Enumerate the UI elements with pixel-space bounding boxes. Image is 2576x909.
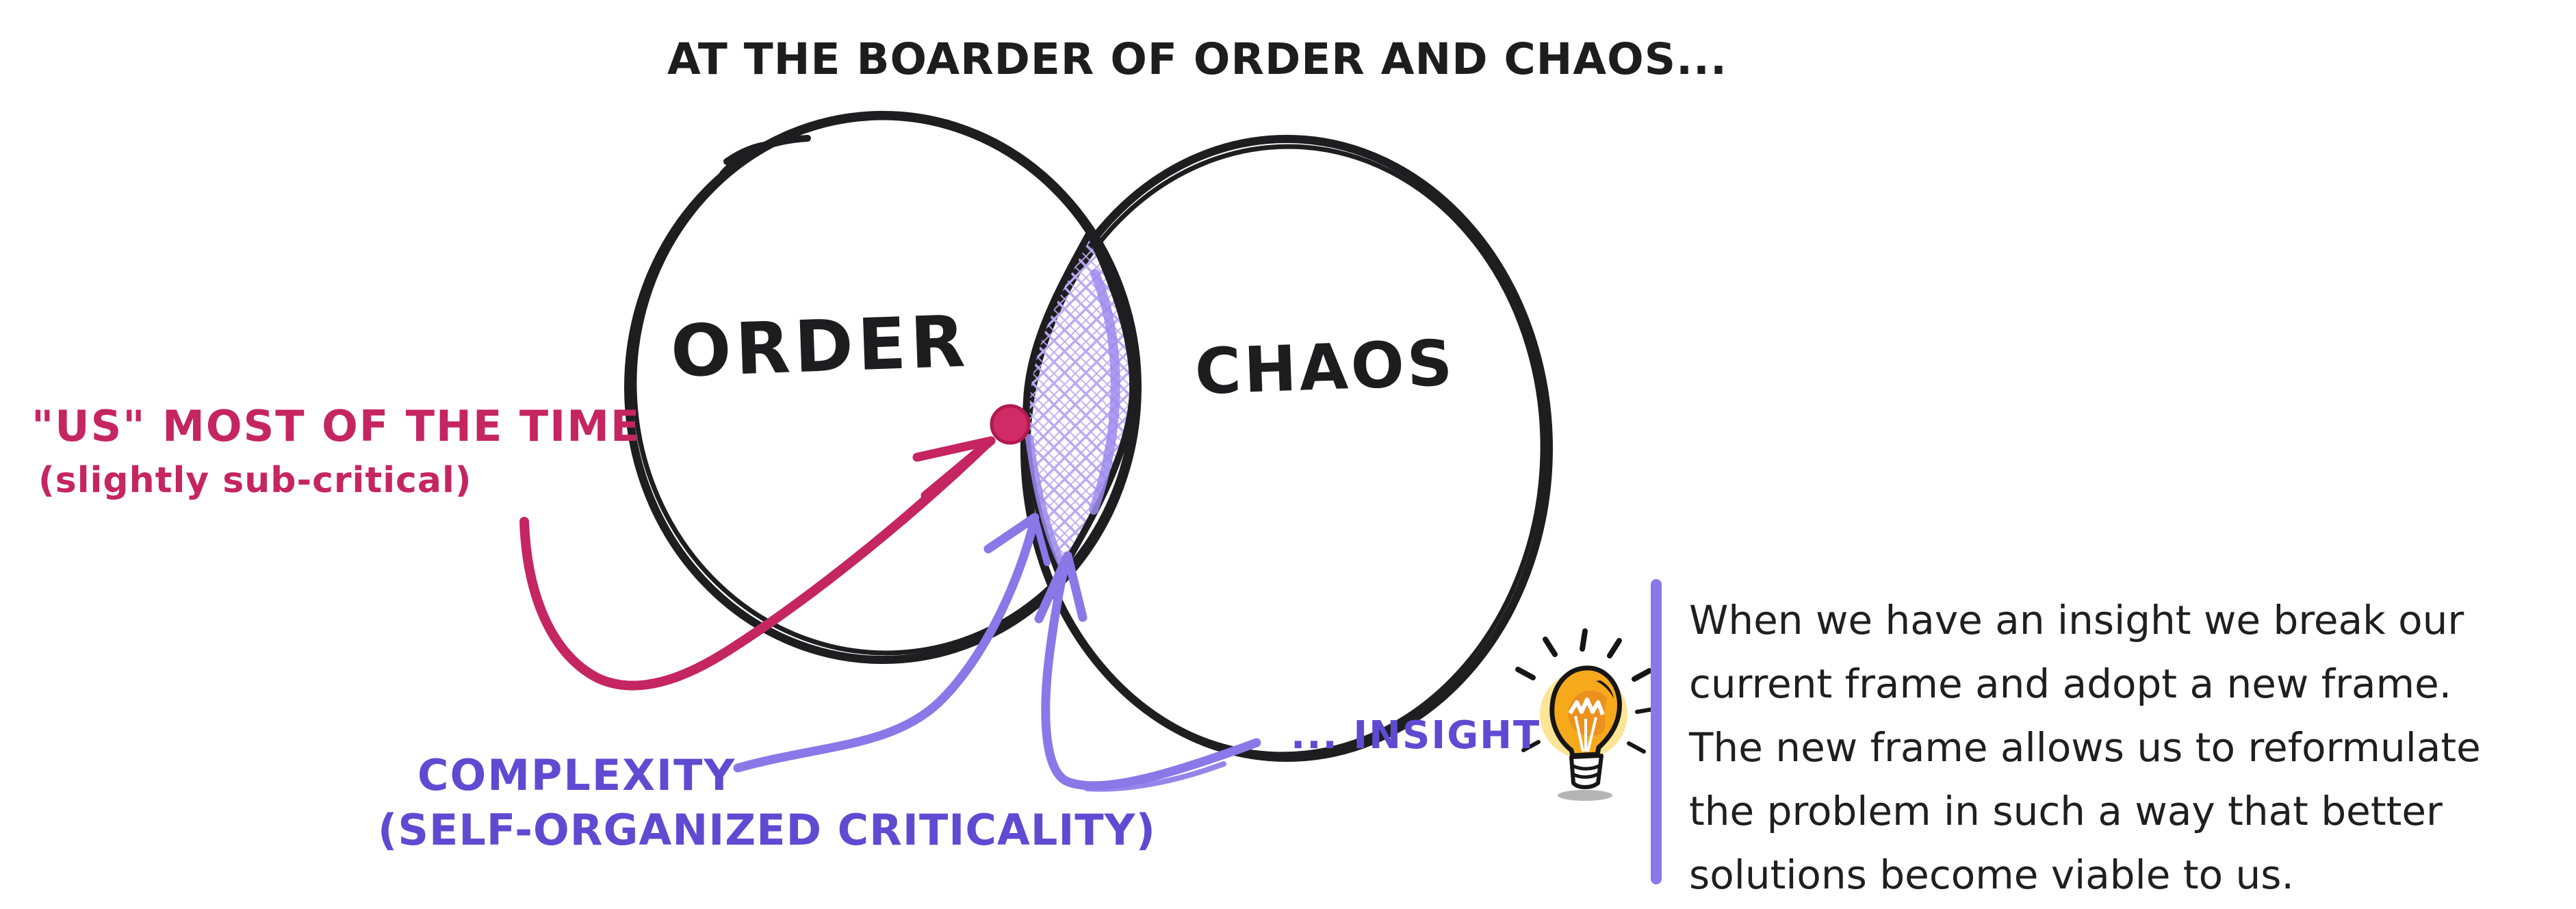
us-annotation-line1: "US" MOST OF THE TIME — [31, 401, 641, 451]
complexity-annotation-line1: COMPLEXITY — [417, 750, 736, 800]
sketch-scribble — [719, 135, 811, 177]
note-line: When we have an insight we break our — [1689, 597, 2464, 643]
note-line: The new frame allows us to reformulate — [1689, 724, 2481, 771]
note-accent-bar — [1651, 579, 1662, 884]
complexity-arrow — [733, 513, 1051, 773]
critical-point-dot — [990, 404, 1031, 445]
note-line: the problem in such a way that better — [1689, 788, 2443, 834]
note-line: solutions become viable to us. — [1689, 852, 2294, 898]
complexity-annotation-line2: (SELF-ORGANIZED CRITICALITY) — [378, 805, 1156, 855]
insight-arrow — [1034, 551, 1261, 792]
lightbulb-icon — [1515, 628, 1656, 801]
diagram-title: AT THE BOARDER OF ORDER AND CHAOS... — [667, 34, 1727, 84]
us-annotation-line2: (slightly sub-critical) — [38, 460, 472, 501]
order-label: ORDER — [669, 299, 970, 394]
chaos-label: CHAOS — [1194, 326, 1456, 409]
insight-annotation-label: ... INSIGHT — [1291, 713, 1541, 758]
us-arrow — [519, 436, 996, 691]
note-line: current frame and adopt a new frame. — [1689, 661, 2452, 707]
